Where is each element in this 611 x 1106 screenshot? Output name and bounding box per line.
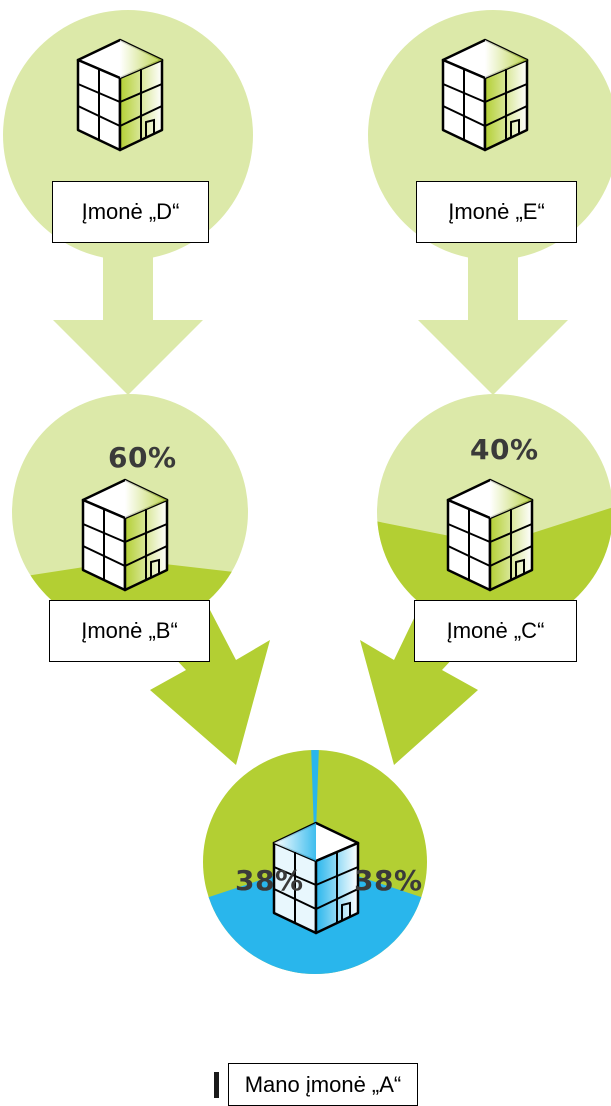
label-company-d: Įmonė „D“ xyxy=(52,181,209,243)
label-company-a: Mano įmonė „A“ xyxy=(228,1063,418,1106)
building-icon xyxy=(76,38,164,152)
ownership-b-percent: 60% xyxy=(108,441,177,474)
label-marker xyxy=(214,1072,219,1098)
building-icon xyxy=(446,478,534,592)
building-icon xyxy=(441,38,529,152)
arrow-down-icon xyxy=(53,255,203,395)
share-right-percent: 38% xyxy=(354,864,423,897)
label-company-c: Įmonė „C“ xyxy=(414,600,577,662)
ownership-c-percent: 40% xyxy=(470,433,539,466)
share-left-percent: 38% xyxy=(235,864,304,897)
label-company-b: Įmonė „B“ xyxy=(49,600,210,662)
label-company-e: Įmonė „E“ xyxy=(416,181,577,243)
building-icon xyxy=(81,478,169,592)
arrow-down-icon xyxy=(418,255,568,395)
